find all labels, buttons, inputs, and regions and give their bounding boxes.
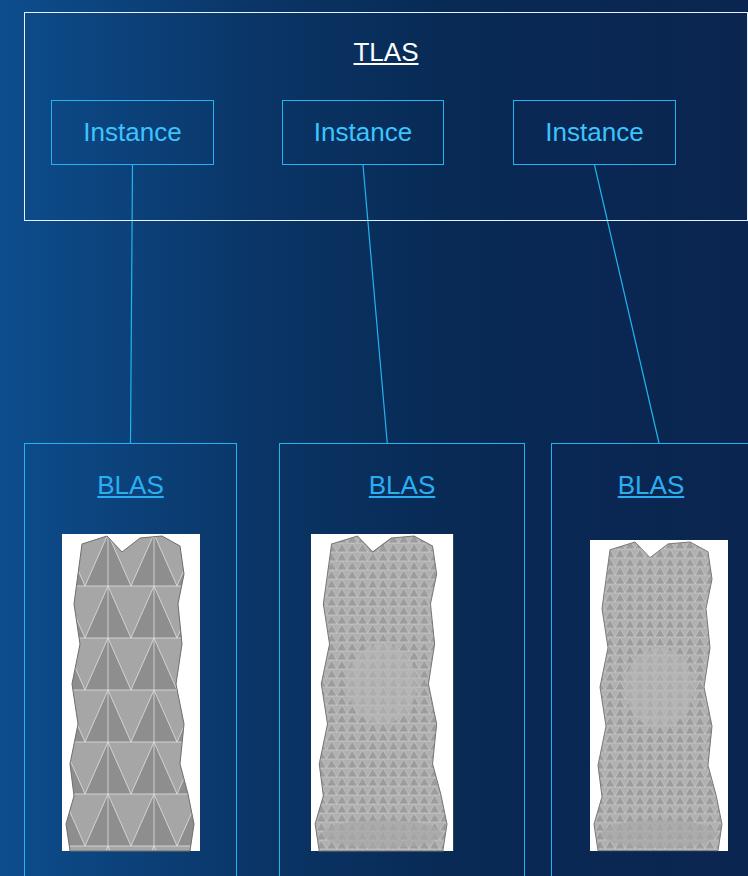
box-heading: BLAS — [280, 444, 524, 501]
instance-box: Instance — [513, 100, 676, 165]
instance-label: Instance — [545, 117, 643, 148]
instance-label: Instance — [314, 117, 412, 148]
box-heading: BLAS — [552, 444, 748, 501]
box-heading: BLAS — [25, 444, 236, 501]
fine-mesh — [311, 534, 453, 851]
fine-mesh — [590, 540, 728, 851]
blas-box: BLAS — [551, 443, 748, 876]
instance-box: Instance — [282, 100, 444, 165]
blas-box: BLAS — [279, 443, 525, 876]
tlas-box: TLAS Instance Instance Instance — [24, 12, 748, 221]
link-line — [363, 165, 387, 443]
link-line — [131, 165, 133, 443]
instance-box: Instance — [51, 100, 214, 165]
instance-label: Instance — [83, 117, 181, 148]
blas-box: BLAS — [24, 443, 237, 876]
link-line — [595, 165, 660, 443]
box-heading: TLAS — [25, 13, 747, 68]
coarse-mesh — [62, 534, 200, 851]
